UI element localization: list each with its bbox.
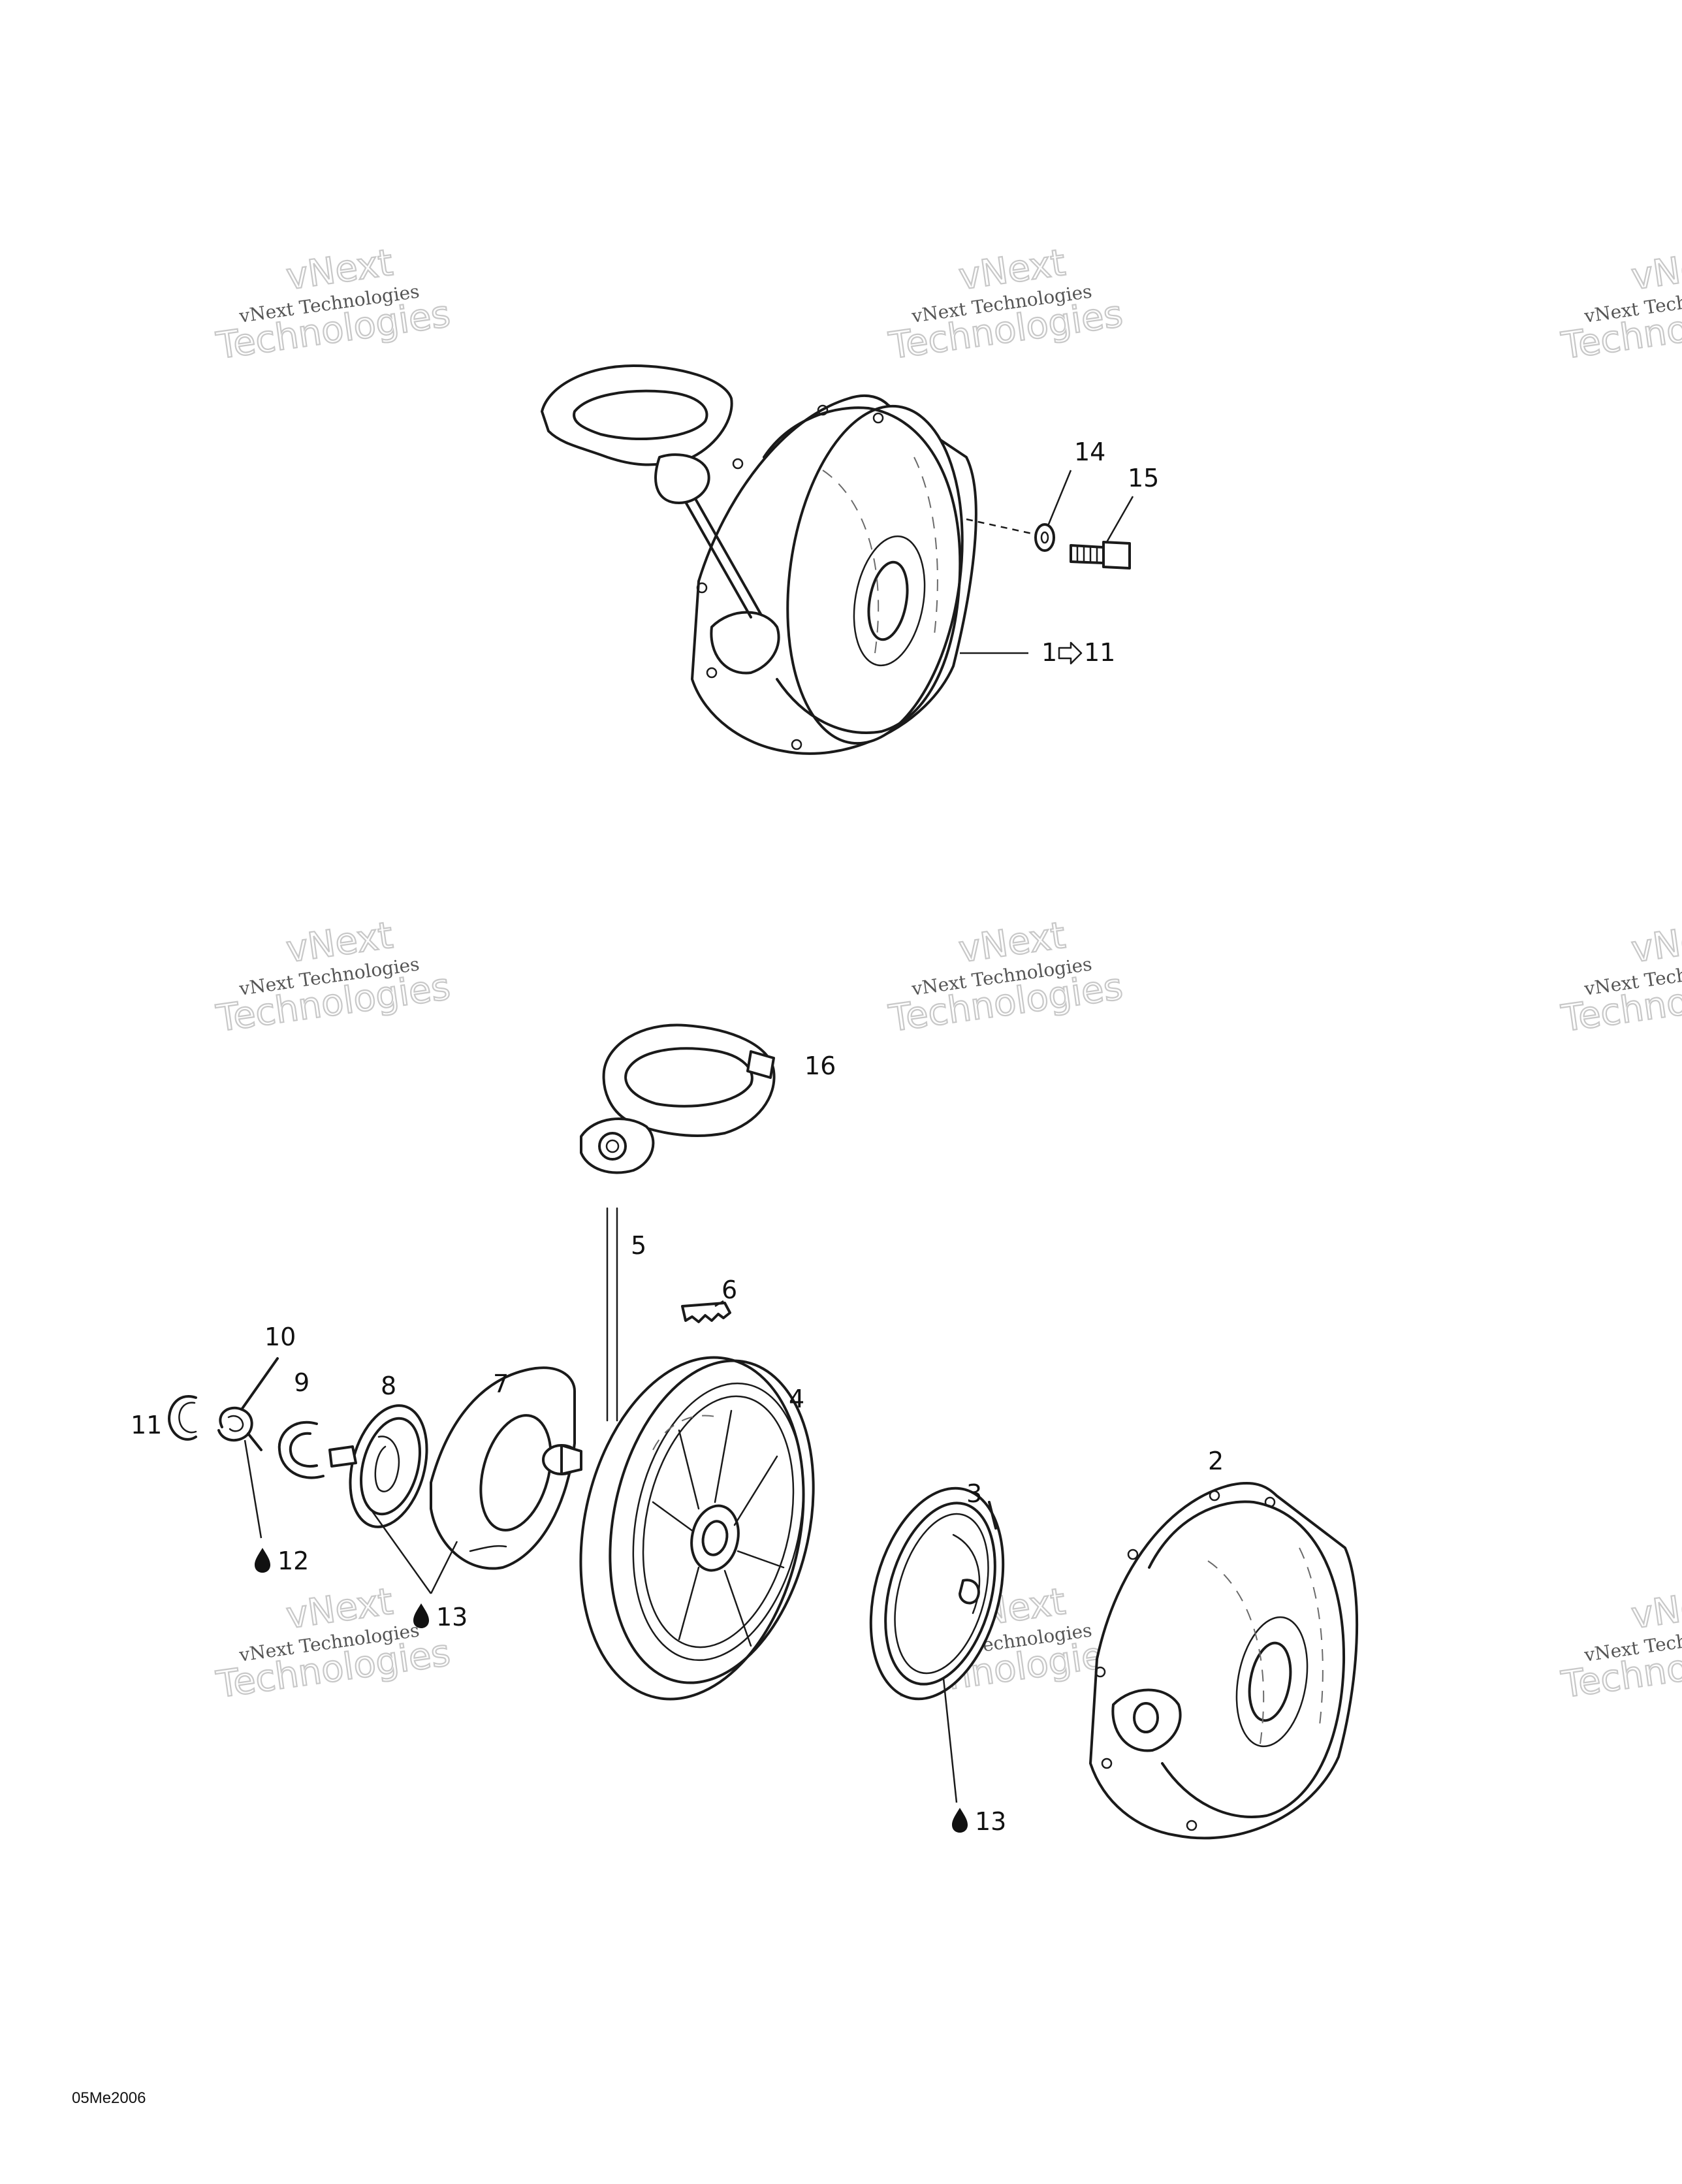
housing-shading bbox=[822, 457, 938, 654]
svg-text:13: 13 bbox=[975, 1807, 1006, 1836]
housing-flange-holes bbox=[1094, 1490, 1276, 1831]
watermark-2: Technologies vNext vNext Technologies bbox=[885, 241, 1126, 368]
watermark-4: Technologies vNext vNext Technologies bbox=[213, 914, 453, 1041]
part-4-rope-pulley bbox=[579, 1356, 815, 1701]
rope-outlet-boss bbox=[710, 611, 780, 675]
watermark-9: Technologies vNext vNext Technologies bbox=[1558, 1580, 1682, 1707]
callout-11: 11 bbox=[131, 1411, 162, 1439]
drawing-code: 05Me2006 bbox=[72, 2089, 146, 2107]
starter-handle-assembled bbox=[541, 364, 733, 466]
drop-icon bbox=[255, 1548, 270, 1573]
callout-9: 9 bbox=[294, 1368, 309, 1397]
callout-16: 16 bbox=[804, 1052, 836, 1080]
svg-text:vNext: vNext bbox=[1629, 1581, 1682, 1637]
housing-center-recess bbox=[853, 535, 926, 667]
callout-13-left: 13 bbox=[413, 1603, 468, 1631]
svg-text:1: 1 bbox=[1041, 638, 1057, 667]
assembled-rewind-starter bbox=[541, 364, 1131, 755]
part-10-pawl-spring bbox=[217, 1357, 279, 1451]
part-11-circlip bbox=[168, 1395, 197, 1441]
part-3-rewind-spring bbox=[869, 1486, 1005, 1701]
watermark-1: Technologies vNext vNext Technologies bbox=[213, 241, 453, 368]
flange-bolt-holes bbox=[696, 404, 884, 750]
housing-dome-rim bbox=[763, 406, 962, 734]
callout-14: 14 bbox=[1074, 438, 1105, 466]
callout-3: 3 bbox=[966, 1479, 982, 1508]
svg-text:13: 13 bbox=[436, 1603, 468, 1631]
callout-2: 2 bbox=[1208, 1447, 1224, 1475]
arrow-right-icon bbox=[1058, 641, 1083, 665]
part-5-rope bbox=[606, 1207, 618, 1422]
callout-7: 7 bbox=[493, 1370, 509, 1398]
part-16-starter-handle bbox=[580, 1023, 776, 1174]
svg-text:vNext: vNext bbox=[1629, 914, 1682, 971]
part-9-retaining-clip bbox=[278, 1421, 325, 1479]
svg-text:12: 12 bbox=[278, 1547, 309, 1575]
drop-icon bbox=[952, 1808, 968, 1833]
callout-12: 12 bbox=[255, 1547, 309, 1575]
callout-6: 6 bbox=[722, 1276, 737, 1304]
handle-grip-opening-top bbox=[573, 389, 708, 440]
watermark-6: Technologies vNext vNext Technologies bbox=[1558, 914, 1682, 1041]
starter-rope-assembled bbox=[681, 492, 762, 618]
watermark-3: Technologies vNext vNext Technologies bbox=[1558, 241, 1682, 368]
part-15-bolt bbox=[1070, 541, 1131, 570]
callout-8: 8 bbox=[381, 1372, 396, 1400]
watermark-5: Technologies vNext vNext Technologies bbox=[885, 914, 1126, 1041]
housing-center-boss bbox=[867, 560, 909, 641]
svg-text:vNext: vNext bbox=[1629, 242, 1682, 298]
svg-text:11: 11 bbox=[1084, 638, 1115, 667]
part-14-washer bbox=[1034, 523, 1055, 552]
callout-1-to-11: 1 11 bbox=[960, 638, 1115, 667]
part-8-recoil-spring-hub bbox=[328, 1404, 428, 1528]
drop-icon bbox=[413, 1603, 429, 1628]
part-2-starter-housing bbox=[1089, 1481, 1359, 1840]
part-7-plate bbox=[430, 1366, 582, 1570]
callout-10: 10 bbox=[264, 1323, 296, 1351]
part-6-pawl bbox=[681, 1302, 731, 1323]
callout-5: 5 bbox=[631, 1231, 646, 1260]
callout-13-right: 13 bbox=[952, 1807, 1006, 1836]
callout-4: 4 bbox=[789, 1385, 804, 1413]
watermark-7: Technologies vNext vNext Technologies bbox=[213, 1580, 453, 1707]
callout-15: 15 bbox=[1128, 464, 1159, 492]
handle-rope-knob-top bbox=[654, 453, 710, 504]
